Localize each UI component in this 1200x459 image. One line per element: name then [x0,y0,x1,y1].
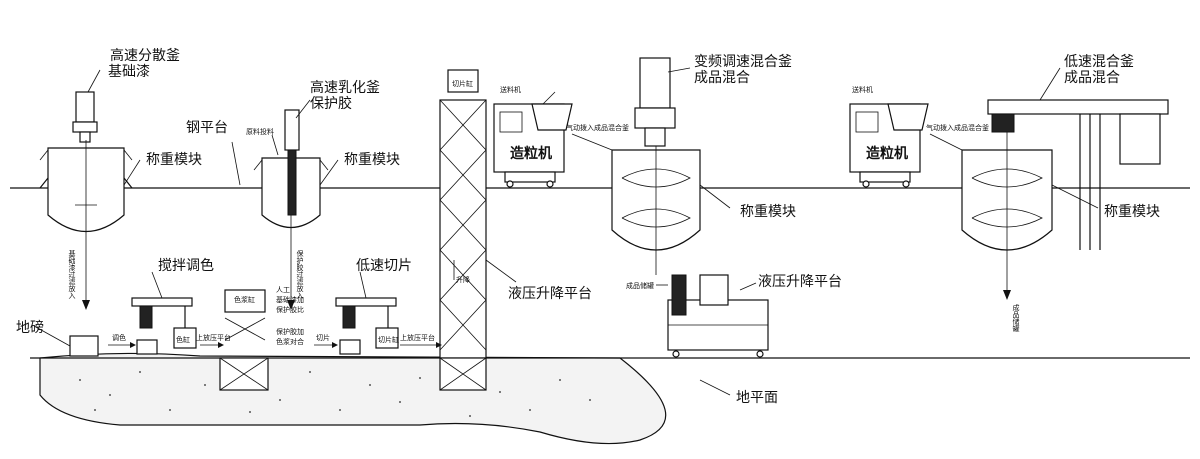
vertical-label-2: 保护胶过滤放入 [296,249,304,299]
label-low-speed-cut: 低速切片 [356,258,412,274]
low-speed-mixer [961,99,1169,300]
small-pneumatic-1: 气动拨入成品混合釜 [566,123,629,132]
small-manual-3: 保护胶比 [276,305,304,314]
granulator-1 [493,103,573,188]
label-granulator-1: 造粒机 [510,145,552,162]
vfd-mixer-tank [611,57,701,275]
label-high-speed-disperser: 高速分散釜 [110,47,180,64]
label-granulator-2: 造粒机 [866,145,908,162]
small-cut-tank: 切片缸 [378,335,399,344]
label-weighing-module-3: 称重模块 [740,204,796,220]
small-color-pass: 调色 [112,333,126,342]
label-low-speed-mixer: 低速混合釜 [1064,54,1134,70]
label-hydraulic-lift-1: 液压升降平台 [508,286,592,302]
small-lift-text: 升降 [456,275,470,284]
disperser-tank [39,91,133,310]
label-floor-scale: 地磅 [16,319,44,336]
flow-arrows [108,284,668,348]
floor-scale [69,335,99,357]
label-finished-mix-1: 成品混合 [694,70,750,86]
granulator-2 [849,103,929,188]
label-hydraulic-lift-2: 液压升降平台 [758,274,842,290]
label-steel-platform: 钢平台 [186,120,228,136]
label-high-speed-emulsifier: 高速乳化釜 [310,79,380,96]
small-feeder-2: 送料机 [852,85,873,94]
label-weighing-module-2: 称重模块 [344,152,400,168]
small-manual-1: 人工 [276,286,290,294]
small-protect-2: 色浆对合 [276,337,304,346]
small-cut-pass: 切片 [316,333,330,342]
small-color-tank: 色浆缸 [234,295,255,304]
small-protect-1: 保护胶加 [276,327,304,336]
ground-speckles [79,371,591,417]
lift-tower [439,69,487,391]
scissor-lift-1 [219,289,269,391]
small-cut-box: 切片缸 [452,79,473,88]
label-base-paint: 基础漆 [108,63,150,80]
leader-lines [33,67,1099,396]
label-weighing-module-4: 称重模块 [1104,204,1160,220]
label-finished-mix-2: 成品混合 [1064,70,1120,86]
emulsifier-tank [253,109,329,310]
stir-color-station [131,297,197,355]
small-manual-2: 基础漆加 [276,295,304,304]
small-raw-feed: 原料投料 [246,127,274,136]
vertical-label-1: 基础漆过滤放入 [68,249,76,299]
vertical-label-3: 成品储罐 [1012,303,1020,333]
hydraulic-lift-station [667,274,769,358]
label-vfd-mixer: 变频调速混合釜 [694,54,792,70]
small-color-tank-2: 色缸 [176,335,190,344]
small-up-platform-2: 上放压平台 [400,333,435,342]
ground-fill [39,352,667,445]
small-feeder-1: 送料机 [500,85,521,94]
label-stir-color: 搅拌调色 [158,257,214,274]
label-protective-glue: 保护胶 [310,95,352,112]
small-product-out-1: 成品储罐 [626,281,654,290]
small-up-platform-1: 上放压平台 [196,333,231,342]
low-speed-cut-station [335,297,399,355]
label-ground: 地平面 [736,390,778,406]
small-pneumatic-2: 气动拨入成品混合釜 [926,123,989,132]
label-weighing-module-1: 称重模块 [146,152,202,168]
